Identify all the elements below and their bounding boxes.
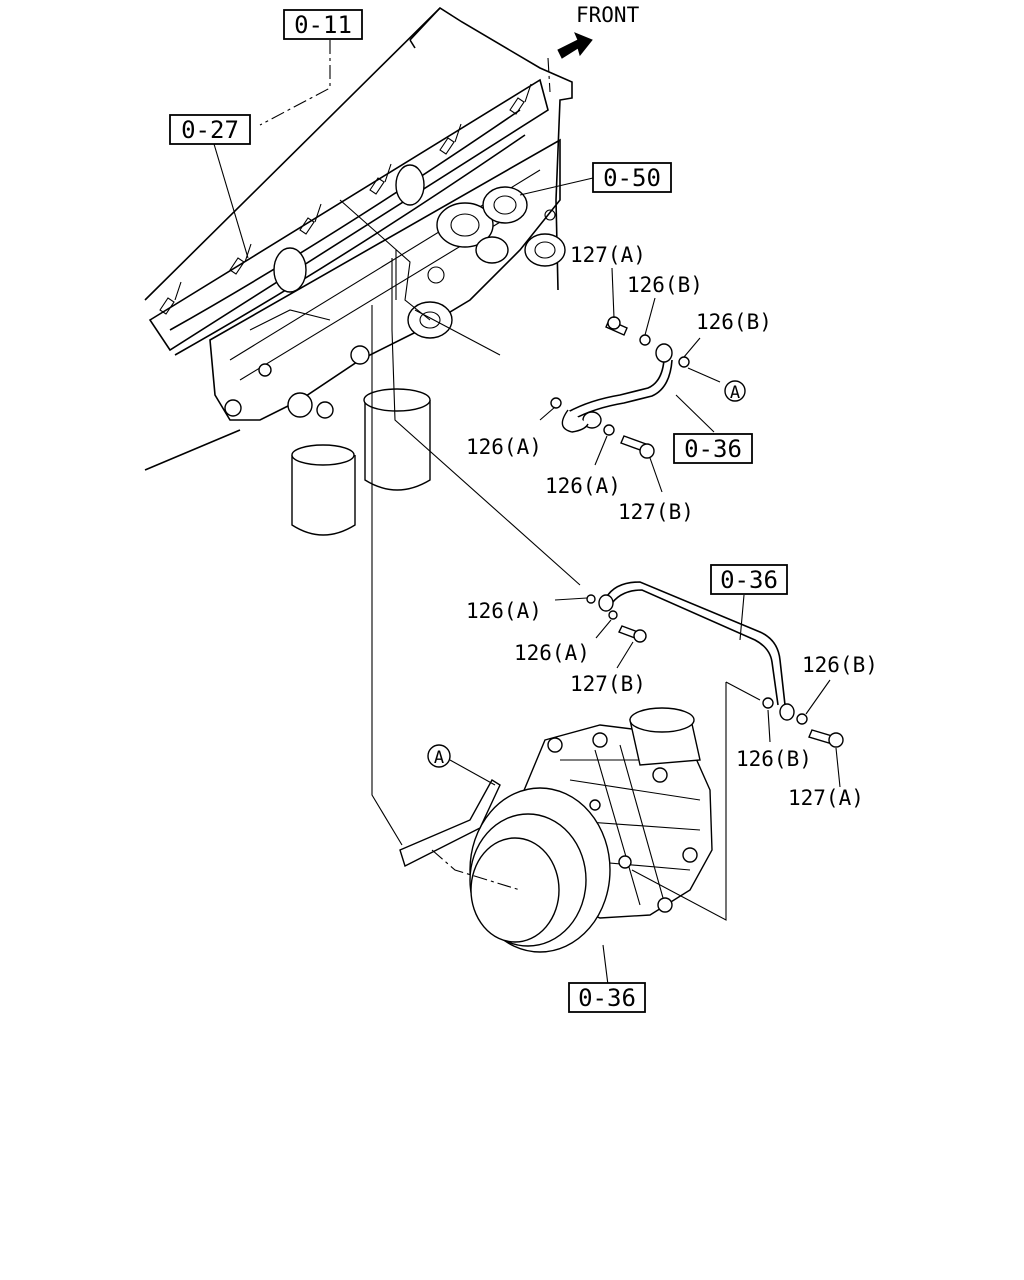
ref-box-oil-pipe-upper[interactable]: 0-36: [673, 433, 753, 464]
engine-block-drawing: [144, 6, 573, 536]
callout-lower-washer-a1: 126(A): [466, 599, 542, 623]
callout-upper-bolt-b: 127(B): [618, 500, 694, 524]
callout-upper-bolt-a: 127(A): [570, 243, 646, 267]
callout-upper-washer-b2: 126(B): [696, 310, 772, 334]
callout-upper-washer-a2: 126(A): [545, 474, 621, 498]
front-arrow-icon: [557, 32, 593, 59]
callout-upper-washer-b1: 126(B): [627, 273, 703, 297]
ref-box-oil-pipe-lower[interactable]: 0-36: [710, 564, 788, 595]
ref-box-exhaust-manifold[interactable]: 0-27: [169, 114, 251, 145]
svg-text:A: A: [434, 748, 444, 768]
turbocharger-drawing: [339, 199, 761, 986]
upper-oil-pipe-drawing: [539, 267, 721, 493]
ref-box-cylinder-head-gasket[interactable]: 0-50: [592, 162, 672, 193]
ref-box-engine-block[interactable]: 0-11: [283, 9, 363, 40]
callout-lower-bolt-a: 127(A): [788, 786, 864, 810]
front-label: FRONT: [576, 3, 640, 27]
svg-text:0-36: 0-36: [720, 566, 778, 594]
svg-text:0-50: 0-50: [603, 164, 661, 192]
svg-text:A: A: [730, 383, 740, 403]
svg-text:0-36: 0-36: [684, 435, 742, 463]
connector-mark-upper: A: [724, 380, 746, 403]
svg-text:0-11: 0-11: [294, 11, 352, 39]
callout-lower-washer-a2: 126(A): [514, 641, 590, 665]
svg-text:0-36: 0-36: [578, 984, 636, 1012]
ref-box-turbocharger[interactable]: 0-36: [568, 982, 646, 1013]
lower-oil-pipe-drawing: [554, 575, 844, 788]
callout-lower-washer-b2: 126(B): [736, 747, 812, 771]
connector-mark-lower: A: [427, 744, 451, 768]
callout-lower-washer-b1: 126(B): [802, 653, 878, 677]
svg-text:0-27: 0-27: [181, 116, 239, 144]
callout-upper-washer-a1: 126(A): [466, 435, 542, 459]
callout-lower-bolt-b: 127(B): [570, 672, 646, 696]
